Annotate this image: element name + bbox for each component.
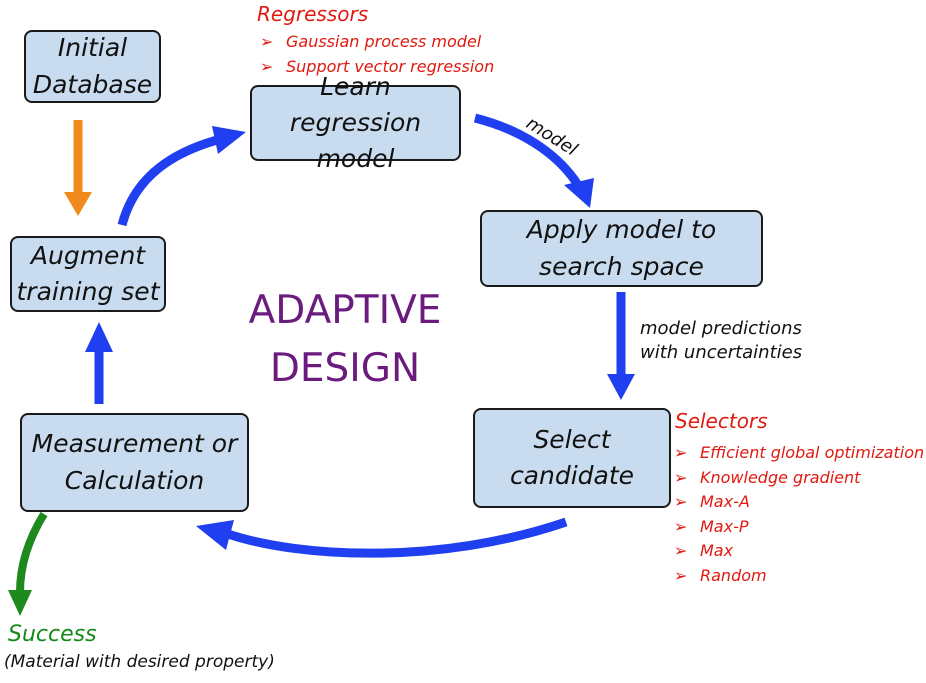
success-subtitle: (Material with desired property) <box>4 652 275 672</box>
measurement-box: Measurement or Calculation <box>20 413 249 512</box>
selector-item-label: Max <box>700 541 734 560</box>
bullet-arrow-icon: ➢ <box>674 541 688 560</box>
measurement-line-1: Measurement or <box>31 429 238 459</box>
regressors-title: Regressors <box>257 2 369 26</box>
arrowhead-augment-to-learn <box>212 126 246 154</box>
select-candidate-box: Select candidate <box>473 408 671 508</box>
selectors-title: Selectors <box>675 409 768 433</box>
arrowhead-measurement-to-success <box>8 590 32 616</box>
selector-item-label: Knowledge gradient <box>700 467 861 487</box>
learn-model-line-2: model <box>316 144 395 174</box>
bullet-arrow-icon: ➢ <box>674 565 688 585</box>
regressor-item: ➢ Gaussian process model <box>260 30 494 55</box>
arrow-select-to-measurement <box>226 517 568 558</box>
measurement-line-2: Calculation <box>64 465 205 495</box>
selector-item: ➢ Max-A <box>674 490 924 515</box>
apply-model-box: Apply model to search space <box>480 210 763 287</box>
regressor-item: ➢ Support vector regression <box>260 55 494 80</box>
learn-regression-model-box: Learn regression model <box>250 72 461 173</box>
select-candidate-line-2: candidate <box>509 461 635 490</box>
arrow-measurement-to-success <box>16 511 48 593</box>
selector-item: ➢ Max <box>674 539 924 564</box>
bullet-arrow-icon: ➢ <box>260 56 274 76</box>
selector-item-label: Max-P <box>700 516 749 536</box>
predictions-edge-label: model predictions with uncertainties <box>640 317 802 365</box>
selector-item-label: Random <box>700 565 767 585</box>
predictions-line-2: with uncertainties <box>640 342 803 363</box>
regressors-list: ➢ Gaussian process model ➢ Support vector … <box>260 30 494 79</box>
bullet-arrow-icon: ➢ <box>674 516 688 536</box>
arrowhead-init-to-augment <box>64 192 92 216</box>
adaptive-design-title: ADAPTIVE DESIGN <box>225 282 465 398</box>
arrow-augment-to-learn <box>117 135 219 227</box>
apply-model-line-1: Apply model to <box>526 215 717 245</box>
arrowhead-learn-to-apply <box>564 178 594 208</box>
center-line-1: ADAPTIVE <box>248 288 442 333</box>
arrowhead-measurement-to-augment <box>85 322 113 352</box>
center-line-2: DESIGN <box>269 346 421 391</box>
regressor-item-label: Gaussian process model <box>286 32 482 51</box>
initial-database-line-1: Initial <box>57 33 128 63</box>
arrowhead-apply-to-select <box>607 374 635 400</box>
success-label: Success <box>8 622 97 647</box>
selector-item: ➢ Max-P <box>674 515 924 540</box>
selector-item: ➢ Efficient global optimization <box>674 441 924 466</box>
bullet-arrow-icon: ➢ <box>674 443 688 462</box>
initial-database-box: Initial Database <box>24 30 161 103</box>
select-candidate-line-1: Select <box>533 424 611 454</box>
bullet-arrow-icon: ➢ <box>260 32 274 51</box>
selector-item-label: Max-A <box>700 492 750 511</box>
apply-model-line-2: search space <box>539 251 704 281</box>
regressor-item-label: Support vector regression <box>286 56 495 76</box>
learn-model-line-1: Learn regression <box>289 71 422 137</box>
augment-line-2: training set <box>16 277 160 306</box>
arrowhead-select-to-measurement <box>196 520 234 550</box>
predictions-line-1: model predictions <box>640 318 802 339</box>
initial-database-line-2: Database <box>32 69 153 99</box>
bullet-arrow-icon: ➢ <box>674 467 688 487</box>
selectors-list: ➢ Efficient global optimization ➢ Knowledg… <box>674 441 924 588</box>
selector-item: ➢ Random <box>674 564 924 589</box>
augment-line-1: Augment <box>30 240 146 270</box>
bullet-arrow-icon: ➢ <box>674 492 688 511</box>
augment-training-set-box: Augment training set <box>10 236 166 312</box>
selector-item: ➢ Knowledge gradient <box>674 466 924 491</box>
arrow-learn-to-apply <box>473 113 582 188</box>
selector-item-label: Efficient global optimization <box>700 443 925 462</box>
